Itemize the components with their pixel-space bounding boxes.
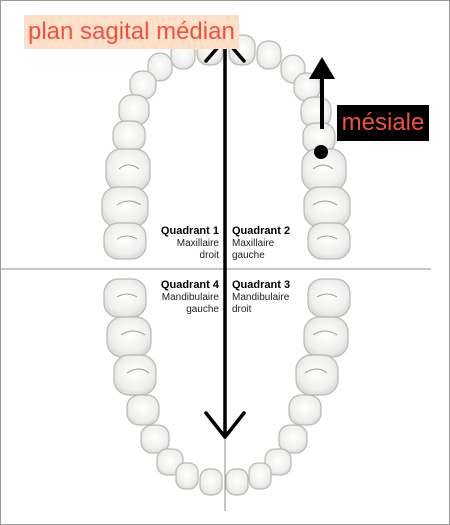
up-arrow-icon bbox=[309, 57, 335, 129]
quadrant-1-label: Quadrant 1 Maxillaire droit bbox=[141, 224, 219, 262]
quadrant-3-label: Quadrant 3 Mandibulaire droit bbox=[232, 278, 312, 316]
tooth-icon bbox=[303, 316, 349, 358]
tooth-icon bbox=[307, 222, 351, 260]
lower-arch bbox=[103, 278, 351, 496]
quadrant-2-side: gauche bbox=[232, 250, 265, 261]
tooth-icon bbox=[103, 278, 147, 318]
tooth-icon bbox=[256, 40, 282, 70]
mesiale-label: mésiale bbox=[337, 105, 429, 141]
quadrant-3-jaw: Mandibulaire bbox=[232, 292, 290, 303]
tooth-icon bbox=[264, 448, 292, 476]
quadrant-3-title: Quadrant 3 bbox=[232, 279, 291, 291]
quadrant-4-title: Quadrant 4 bbox=[160, 279, 219, 291]
plan-sagittal-label: plan sagital médian bbox=[24, 15, 239, 49]
tooth-icon bbox=[147, 52, 173, 82]
quadrant-4-side: gauche bbox=[186, 304, 219, 315]
quadrant-4-jaw: Mandibulaire bbox=[161, 292, 219, 303]
tooth-icon bbox=[307, 278, 351, 318]
tooth-icon bbox=[248, 462, 272, 490]
tooth-icon bbox=[101, 186, 149, 228]
tooth-icon bbox=[303, 186, 351, 228]
occlusal-details bbox=[116, 164, 338, 374]
tooth-icon bbox=[199, 468, 223, 496]
tooth-icon bbox=[295, 354, 339, 396]
tooth-icon bbox=[113, 354, 157, 396]
quadrant-2-label: Quadrant 2 Maxillaire gauche bbox=[232, 224, 312, 262]
quadrant-1-title: Quadrant 1 bbox=[160, 225, 219, 237]
quadrant-4-label: Quadrant 4 Mandibulaire gauche bbox=[141, 278, 219, 316]
quadrant-2-title: Quadrant 2 bbox=[232, 225, 291, 237]
tooth-icon bbox=[105, 148, 151, 192]
tooth-icon bbox=[278, 424, 308, 454]
tooth-icon bbox=[103, 222, 147, 260]
tooth-icon bbox=[140, 424, 170, 454]
tooth-icon bbox=[225, 468, 249, 496]
quadrant-1-side: droit bbox=[199, 250, 219, 261]
quadrant-1-jaw: Maxillaire bbox=[176, 238, 219, 249]
quadrant-2-jaw: Maxillaire bbox=[232, 238, 275, 249]
quadrant-3-side: droit bbox=[232, 304, 252, 315]
contact-dot-icon bbox=[314, 145, 328, 159]
tooth-icon bbox=[126, 394, 160, 426]
tooth-icon bbox=[112, 120, 146, 152]
tooth-icon bbox=[106, 316, 152, 358]
tooth-icon bbox=[175, 462, 199, 490]
tooth-icon bbox=[288, 394, 322, 426]
